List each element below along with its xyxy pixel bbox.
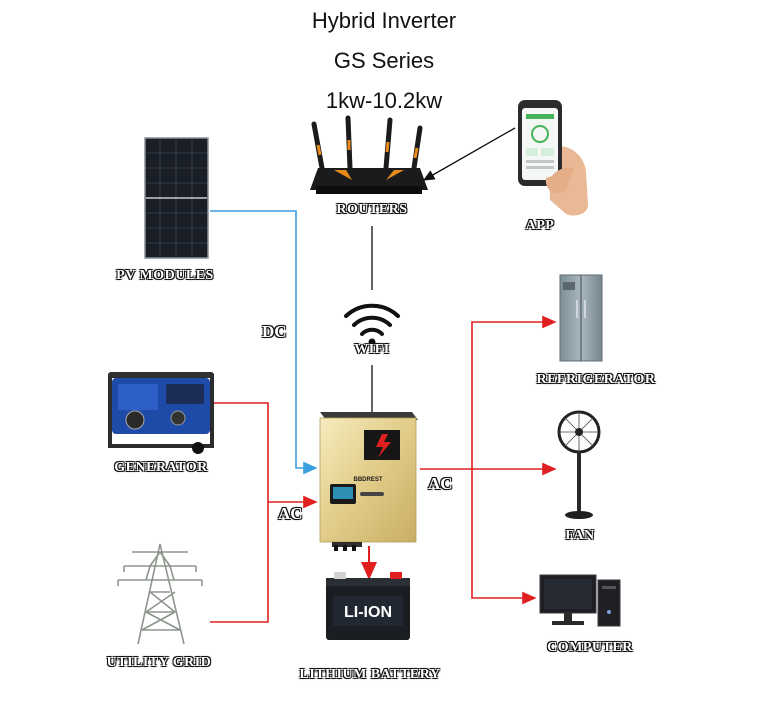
pv-modules-label: PV MODULES: [116, 268, 214, 283]
battery-type-label: LI-ION: [344, 604, 392, 621]
computer-icon: [539, 574, 621, 627]
ac-input-label: AC: [278, 504, 303, 523]
battery-icon: [326, 572, 410, 640]
phone-app-icon: [518, 100, 588, 216]
inverter-brand-label: BBDREST: [353, 477, 382, 483]
computer-label: COMPUTER: [547, 640, 633, 655]
refrigerator-label: REFRIGERATOR: [536, 372, 656, 387]
wifi-lines: [371, 127, 516, 412]
ac-output-label: AC: [428, 474, 453, 493]
title-line-3: 1kw-10.2kw: [325, 88, 443, 113]
wifi-label: WIFI: [354, 342, 390, 357]
router-icon: [310, 115, 428, 194]
fan-label: FAN: [565, 528, 595, 543]
routers-label: ROUTERS: [336, 202, 408, 217]
fan-icon: [557, 410, 601, 519]
refrigerator-icon: [559, 274, 603, 362]
generator-label: GENERATOR: [114, 460, 208, 475]
ac-output-lines: [420, 315, 557, 605]
inverter-icon: [319, 412, 418, 551]
dc-line: [210, 210, 318, 475]
utility-grid-label: UTILITY GRID: [106, 655, 212, 670]
generator-icon: [108, 372, 214, 454]
pv-module-icon: [144, 137, 209, 259]
title-line-2: GS Series: [333, 48, 435, 73]
title-line-1: Hybrid Inverter: [311, 8, 457, 33]
ac-input-lines: [210, 402, 318, 623]
utility-tower-icon: [117, 543, 203, 645]
wifi-icon: [344, 303, 400, 346]
dc-connection-label: DC: [262, 322, 287, 341]
lithium-battery-label: LITHIUM BATTERY: [299, 667, 441, 682]
app-label: APP: [525, 218, 555, 233]
